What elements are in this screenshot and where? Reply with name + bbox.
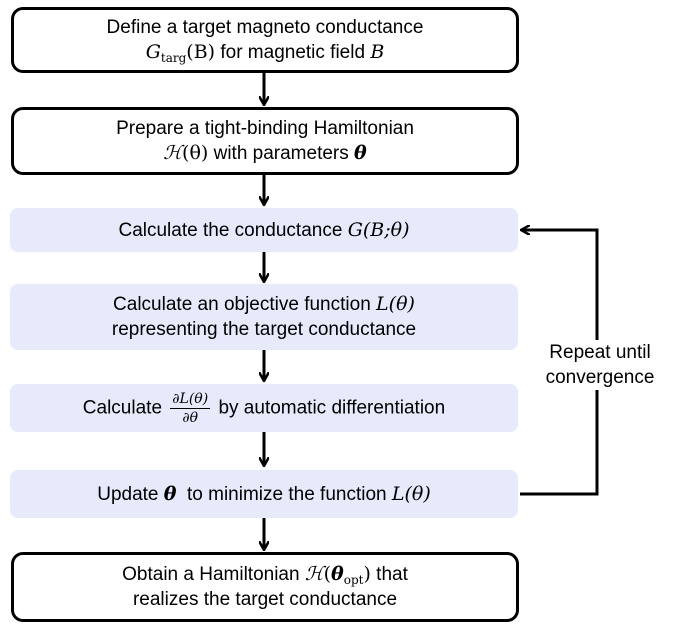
loop-label-line1: Repeat until — [549, 342, 651, 363]
step-update-parameters: Update θ to minimize the function L(θ) — [10, 470, 518, 518]
step-define-line1: Define a target magneto conductance — [106, 17, 424, 38]
step-calc-objective-line1: Calculate an objective function L(θ) — [113, 293, 415, 315]
step-obtain-line1: Obtain a Hamiltonian ℋ(θopt) that — [122, 563, 408, 587]
step-prepare-hamiltonian: Prepare a tight-binding Hamiltonian ℋ(θ)… — [11, 107, 519, 175]
step-define-line2: Gtarg(B) for magnetic field B — [145, 41, 385, 65]
loop-label: Repeat until convergence — [530, 340, 670, 390]
step-calc-objective-line2: representing the target conductance — [111, 319, 417, 340]
step-define-target: Define a target magneto conductance Gtar… — [11, 7, 519, 73]
step-calc-gradient-text: Calculate ∂L(θ)∂θ by automatic different… — [82, 390, 446, 426]
step-prepare-line1: Prepare a tight-binding Hamiltonian — [116, 118, 414, 139]
loop-label-line2: convergence — [545, 367, 655, 388]
step-calc-gradient: Calculate ∂L(θ)∂θ by automatic different… — [10, 384, 518, 432]
step-calc-objective: Calculate an objective function L(θ) rep… — [10, 284, 518, 350]
step-update-text: Update θ to minimize the function L(θ) — [97, 482, 431, 505]
gradient-fraction: ∂L(θ)∂θ — [170, 390, 211, 426]
step-prepare-line2: ℋ(θ) with parameters θ — [163, 142, 367, 164]
step-calc-conductance: Calculate the conductance G(B;θ) — [10, 208, 518, 252]
step-obtain-line2: realizes the target conductance — [132, 589, 398, 610]
step-obtain-hamiltonian: Obtain a Hamiltonian ℋ(θopt) that realiz… — [11, 552, 519, 622]
step-calc-conductance-text: Calculate the conductance G(B;θ) — [118, 218, 410, 241]
